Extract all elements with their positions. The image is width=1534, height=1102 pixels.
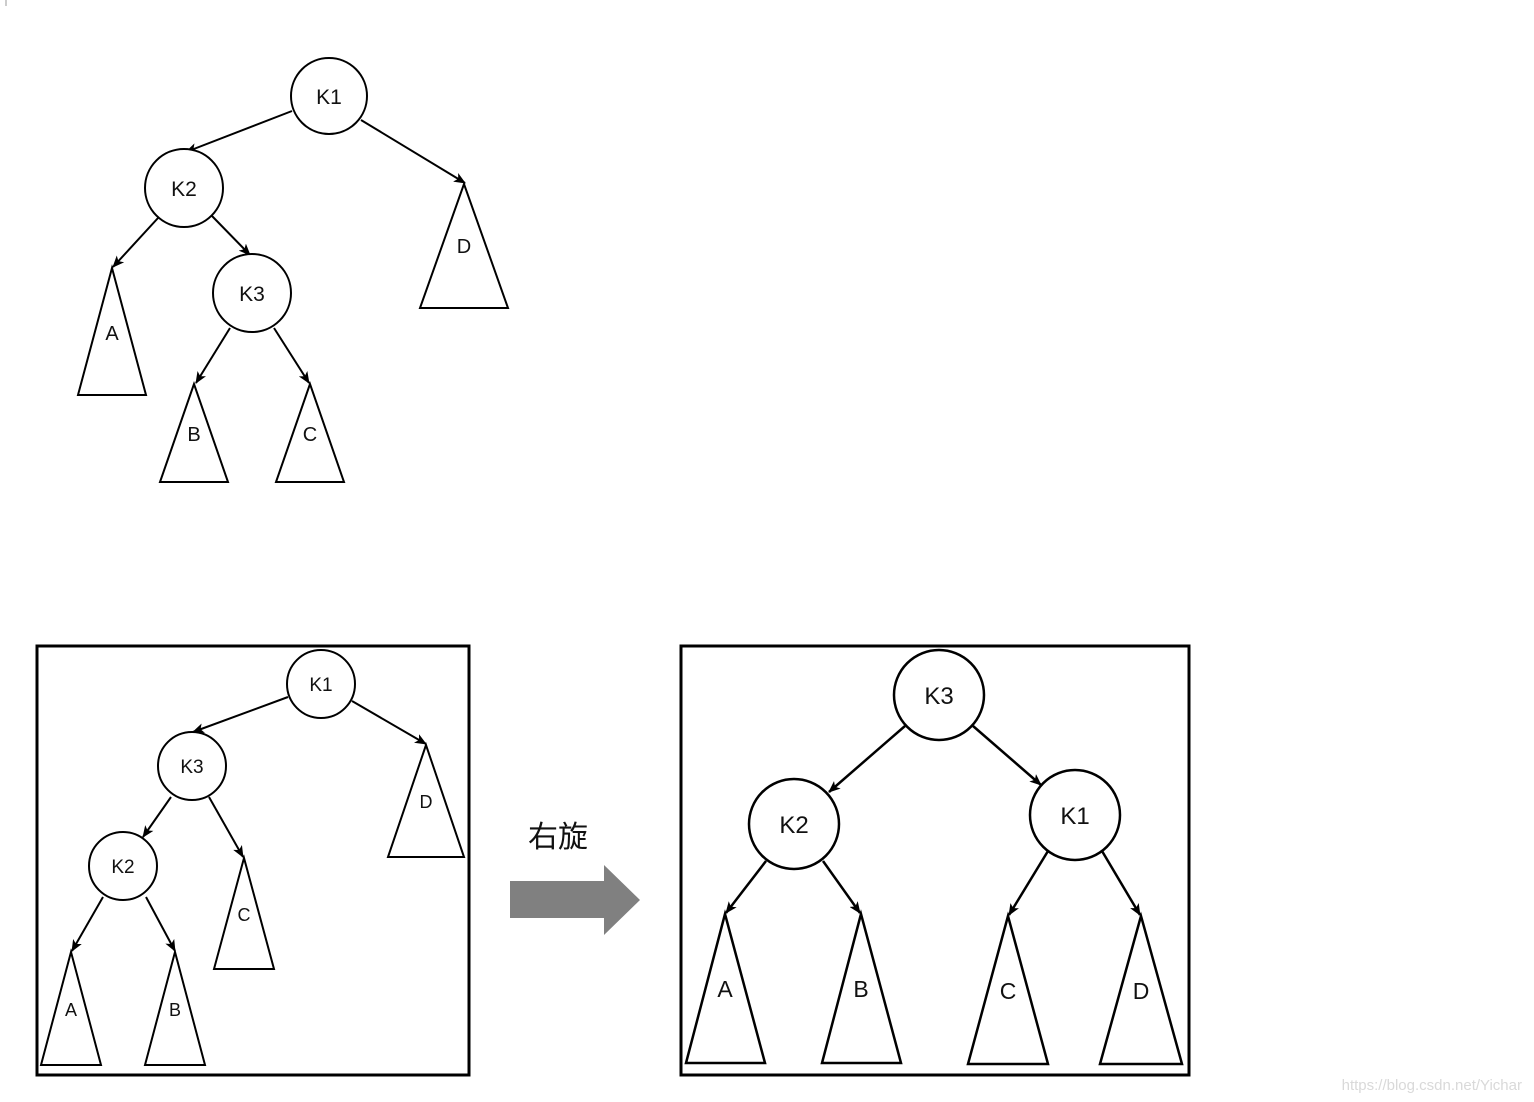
- subtree-b-label: B: [169, 1000, 181, 1020]
- node-k3-label: K3: [180, 757, 203, 778]
- node-k3-label: K3: [924, 683, 953, 710]
- node-k2: K2: [144, 148, 224, 228]
- subtree-b: B: [143, 948, 207, 1066]
- edge-k2-k3: [211, 215, 251, 256]
- edge-k2-a: [71, 896, 104, 952]
- edge-k3-b: [195, 327, 231, 384]
- edge-k1-d: [351, 700, 427, 745]
- node-k3: K3: [892, 648, 986, 742]
- subtree-d: D: [1098, 911, 1184, 1066]
- subtree-a-label: A: [717, 976, 733, 1002]
- edge-k2-b: [821, 860, 862, 914]
- node-k1: K1: [1028, 768, 1122, 862]
- edge-k3-k1: [972, 725, 1042, 786]
- subtree-d-label: D: [420, 792, 433, 812]
- rotation-transition: 右旋: [510, 820, 640, 935]
- subtree-b-label: B: [187, 424, 200, 446]
- subtree-b-label: B: [853, 976, 868, 1002]
- subtree-d: D: [386, 741, 466, 858]
- subtree-c: C: [212, 854, 276, 970]
- node-k2-label: K2: [171, 178, 197, 201]
- edge-k3-c: [273, 327, 310, 384]
- node-k2: K2: [747, 777, 841, 871]
- node-k2: K2: [88, 831, 158, 901]
- node-k1-label: K1: [1060, 803, 1089, 830]
- tree-frame-left: [35, 644, 471, 1077]
- subtree-c-label: C: [238, 905, 251, 925]
- tree-frame-right: [679, 644, 1191, 1077]
- node-k1: K1: [290, 57, 368, 135]
- node-k2-label: K2: [779, 812, 808, 839]
- edge-k3-k2: [142, 796, 172, 838]
- subtree-d-label: D: [457, 236, 471, 258]
- edge-k1-d: [1100, 850, 1142, 916]
- node-k3: K3: [157, 731, 227, 801]
- subtree-c-label: C: [1000, 978, 1017, 1004]
- subtree-c: C: [274, 380, 346, 483]
- right-arrow-icon: [510, 865, 640, 935]
- node-k3-label: K3: [239, 283, 265, 306]
- tree-before-right-rotation: K1 K3 K2 A B C D: [35, 644, 471, 1077]
- edge-k2-a: [725, 860, 767, 914]
- subtree-b: B: [158, 380, 230, 483]
- node-k1-label: K1: [316, 86, 342, 109]
- tree-original: K1 K2 K3 A B C D: [76, 57, 510, 483]
- edge-k3-c: [208, 796, 244, 858]
- node-k2-label: K2: [111, 857, 134, 878]
- subtree-a-label: A: [105, 323, 119, 345]
- subtree-a: A: [39, 948, 103, 1066]
- subtree-a: A: [684, 909, 767, 1065]
- node-k1: K1: [286, 649, 356, 719]
- subtree-c: C: [966, 911, 1050, 1066]
- edge-k1-d: [360, 119, 466, 184]
- node-k1-label: K1: [309, 675, 332, 696]
- subtree-d-label: D: [1133, 978, 1150, 1004]
- edge-k3-k2: [828, 725, 906, 793]
- edge-k2-b: [145, 896, 176, 952]
- edge-k2-a: [112, 217, 159, 268]
- edge-k1-k3: [192, 696, 289, 733]
- tree-after-right-rotation: K3 K2 K1 A B C D: [679, 644, 1191, 1077]
- subtree-d: D: [418, 181, 510, 309]
- subtree-c-label: C: [303, 424, 317, 446]
- edge-k1-k2: [185, 110, 293, 153]
- subtree-a: A: [76, 264, 148, 396]
- edge-k1-c: [1007, 850, 1050, 916]
- subtree-a-label: A: [65, 1000, 77, 1020]
- node-k3: K3: [212, 253, 292, 333]
- right-rotation-label: 右旋: [528, 820, 588, 855]
- subtree-b: B: [820, 909, 903, 1065]
- watermark: https://blog.csdn.net/Yichar: [1342, 1077, 1522, 1094]
